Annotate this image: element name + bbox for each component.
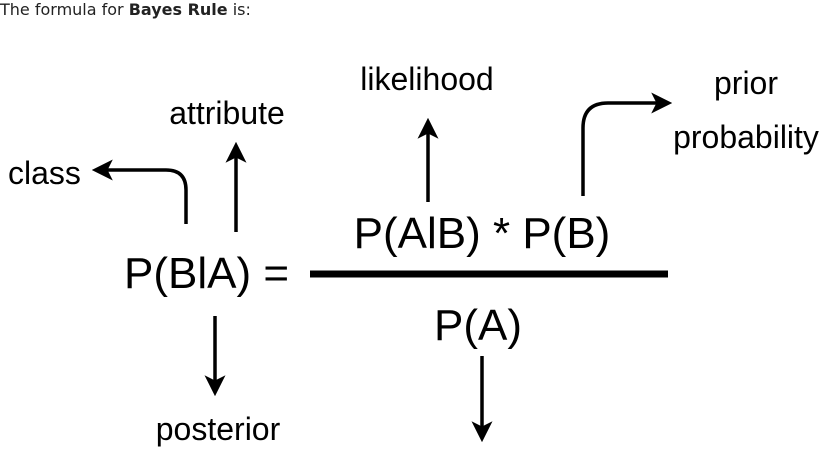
formula-denominator: P(A): [434, 301, 522, 350]
intro-bold-term: Bayes Rule: [128, 0, 228, 19]
formula-lhs: P(BlA) =: [124, 249, 289, 298]
formula-numerator: P(AlB) * P(B): [354, 209, 611, 258]
prior-label-line2: probability: [673, 119, 819, 155]
class-label: class: [8, 155, 81, 191]
intro-suffix: is:: [227, 0, 251, 19]
prior-arrow: [581, 92, 673, 196]
attribute-label: attribute: [169, 95, 285, 131]
intro-prefix: The formula for: [0, 0, 129, 19]
intro-text: The formula for Bayes Rule is:: [0, 0, 251, 19]
posterior-label: posterior: [156, 411, 281, 447]
prior-label-line1: prior: [714, 65, 778, 101]
likelihood-label: likelihood: [360, 61, 493, 97]
class-arrow: [91, 159, 188, 224]
